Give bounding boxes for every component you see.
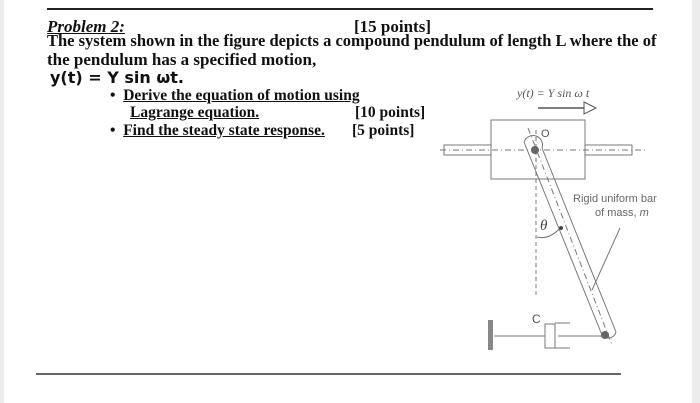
mass-symbol: m [639,207,649,219]
problem-title: Problem 2: [47,17,125,36]
bar-end-point-icon [601,331,609,339]
input-motion-label: y(t) = Y sin ω t [517,86,590,100]
problem-text-line2: the pendulum has a specified motion, [47,50,317,69]
bullet: • [110,87,124,104]
task-1-cont: Lagrange equation. [130,104,260,121]
damper-label: C [532,312,541,326]
top-rule [47,8,653,10]
motion-equation: y(t) = Y sin ωt. [50,68,185,87]
problem-text-line1: The system shown in the figure depicts a… [47,31,657,50]
bar-label-line1: Rigid uniform bar [573,193,657,205]
task-1-points: [10 points] [355,104,426,121]
task-2-points: [5 points] [352,122,415,139]
angle-label: θ [540,218,548,234]
task-1: • Derive the equation of motion using [110,87,360,104]
task-2: • Find the steady state response. [110,122,325,139]
bullet: • [110,122,124,139]
pivot-label: O [541,128,550,140]
pivot-point-icon [531,146,539,154]
bar-label-line2: of mass, m [595,207,649,219]
wall-ground-icon [488,320,493,350]
problem-points: [15 points] [354,17,431,36]
